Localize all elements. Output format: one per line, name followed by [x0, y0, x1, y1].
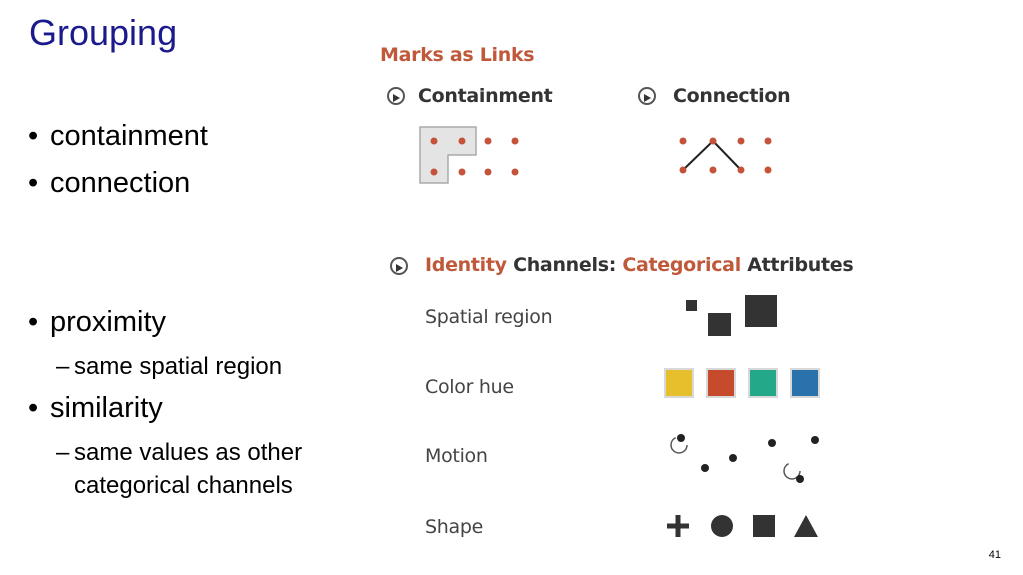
red-swatch — [706, 368, 736, 398]
bullet-marker: • — [28, 392, 39, 424]
triangle-shape — [794, 515, 818, 537]
bullet-item: • proximity — [28, 306, 166, 339]
spatial-region-icon — [686, 295, 777, 336]
bullet-text: containment — [50, 120, 208, 152]
motion-dot — [811, 436, 819, 444]
heading-identity: Identity — [425, 254, 507, 276]
connection-label: Connection — [673, 85, 791, 107]
sub-bullet-item: –same spatial region — [56, 350, 282, 383]
bullet-text: connection — [50, 167, 191, 199]
bullet-marker: • — [28, 120, 39, 152]
sub-bullet-continuation: categorical channels — [74, 469, 293, 502]
mark-dot — [737, 137, 745, 145]
mark-dot — [764, 137, 772, 145]
mark-dot — [484, 168, 492, 176]
channels-figure: Marks as Links Containment Connection Id… — [378, 40, 898, 550]
containment-diagram — [419, 126, 519, 184]
circle-shape — [711, 515, 733, 537]
color-hue-icon — [664, 368, 820, 398]
identity-channels-heading: Identity Channels: Categorical Attribute… — [425, 254, 854, 276]
sub-bullet-item: –same values as other — [56, 436, 302, 469]
motion-dot — [729, 454, 737, 462]
mark-dot — [511, 137, 519, 145]
motion-dot — [796, 475, 804, 483]
mark-dot — [709, 166, 717, 174]
slide-title: Grouping — [29, 12, 178, 53]
large-square — [745, 295, 777, 327]
bullet-item: • containment — [28, 120, 208, 153]
bullet-text: similarity — [50, 392, 163, 424]
mark-dot — [458, 137, 466, 145]
teal-swatch — [748, 368, 778, 398]
heading-channels: Channels: — [506, 254, 623, 276]
arrow-circle-icon — [638, 87, 656, 105]
containment-region — [419, 126, 477, 184]
bullet-marker: • — [28, 306, 39, 338]
marks-as-links-heading: Marks as Links — [380, 44, 535, 66]
yellow-swatch — [664, 368, 694, 398]
motion-dot — [768, 439, 776, 447]
mark-dot — [430, 137, 438, 145]
sub-bullet-text: same spatial region — [74, 353, 283, 380]
medium-square — [708, 313, 731, 336]
motion-dot — [701, 464, 709, 472]
mark-dot — [764, 166, 772, 174]
plus-shape — [667, 515, 689, 537]
bullet-text: proximity — [50, 306, 167, 338]
motion-icon — [670, 434, 819, 483]
mark-dot — [679, 166, 687, 174]
blue-swatch — [790, 368, 820, 398]
mark-dot — [511, 168, 519, 176]
slide-number: 41 — [988, 549, 1001, 561]
bullet-marker: • — [28, 167, 39, 199]
mark-dot — [458, 168, 466, 176]
link-line — [712, 140, 742, 171]
heading-categorical: Categorical — [622, 254, 741, 276]
mark-dot — [737, 166, 745, 174]
arrow-circle-icon — [387, 87, 405, 105]
mark-dot — [430, 168, 438, 176]
square-shape — [753, 515, 775, 537]
row-label-color-hue: Color hue — [425, 376, 514, 398]
sub-bullet-marker: – — [56, 353, 70, 380]
shape-icon — [667, 515, 818, 537]
motion-dot — [677, 434, 685, 442]
bullet-item: • similarity — [28, 392, 163, 425]
motion-arc — [670, 436, 688, 454]
motion-arc — [783, 462, 801, 480]
mark-dot — [709, 137, 717, 145]
sub-bullet-text: same values as other — [74, 439, 303, 466]
row-label-spatial-region: Spatial region — [425, 306, 553, 328]
arrow-circle-icon — [390, 257, 408, 275]
mark-dot — [484, 137, 492, 145]
connection-diagram — [679, 137, 772, 174]
mark-dot — [679, 137, 687, 145]
row-label-shape: Shape — [425, 516, 483, 538]
link-line — [682, 140, 714, 171]
sub-bullet-text: categorical channels — [74, 472, 293, 499]
sub-bullet-marker: – — [56, 439, 70, 466]
row-label-motion: Motion — [425, 445, 488, 467]
containment-label: Containment — [418, 85, 553, 107]
heading-attributes: Attributes — [740, 254, 854, 276]
small-square — [686, 300, 697, 311]
bullet-item: • connection — [28, 167, 190, 200]
